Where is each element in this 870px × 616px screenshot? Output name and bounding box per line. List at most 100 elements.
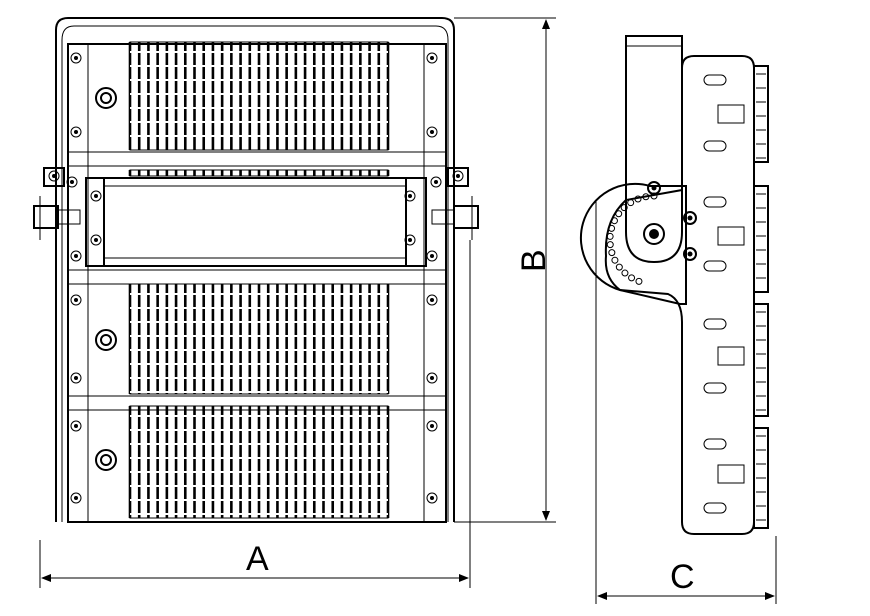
screw [70, 126, 82, 138]
dimension-c: C [595, 200, 777, 604]
slot [703, 438, 727, 450]
dimension-a-label: A [246, 540, 269, 578]
screw-center [74, 130, 78, 134]
adjustment-hole [606, 241, 614, 249]
screw-center [430, 56, 434, 60]
screw-center [408, 194, 412, 198]
screw [404, 190, 416, 202]
pivot-bolt [683, 247, 697, 261]
lens-segment [753, 65, 769, 163]
window [717, 226, 745, 246]
adjustment-hole [642, 193, 650, 201]
screw-center [74, 298, 78, 302]
screw-center [408, 238, 412, 242]
screw [66, 176, 78, 188]
screw-center [430, 130, 434, 134]
screw-center [74, 254, 78, 258]
screw-center [74, 376, 78, 380]
adjustment-hole [635, 277, 643, 285]
screw [70, 52, 82, 64]
slot [703, 382, 727, 394]
screw-center [52, 174, 56, 178]
right-clamp [431, 167, 479, 240]
screw-center [70, 180, 74, 184]
cable-gland-inner [100, 92, 112, 104]
screw-center [430, 376, 434, 380]
screw [426, 250, 438, 262]
adjustment-hole [621, 269, 629, 277]
screw [426, 126, 438, 138]
pivot-bolt [683, 211, 697, 225]
pivot-center [649, 229, 659, 239]
adjustment-hole [615, 210, 623, 218]
screw-center [430, 298, 434, 302]
window [717, 464, 745, 484]
adjustment-hole [634, 195, 642, 203]
screw-center [456, 174, 460, 178]
adjustment-plate [579, 182, 687, 305]
screw [48, 170, 60, 182]
screw-center [74, 496, 78, 500]
screw [70, 492, 82, 504]
cable-gland-inner [100, 334, 112, 346]
screw-center [94, 238, 98, 242]
screws [48, 52, 464, 504]
screw-center [74, 56, 78, 60]
screw [426, 492, 438, 504]
screw [430, 176, 442, 188]
slot [703, 74, 727, 86]
lens-segment [753, 427, 769, 529]
screw-center [430, 424, 434, 428]
screw [426, 294, 438, 306]
screw [426, 420, 438, 432]
lens-segment [753, 303, 769, 417]
slot [703, 318, 727, 330]
pivot-bolt [647, 181, 661, 195]
dimension-a: A [39, 240, 471, 588]
cable-gland [95, 87, 117, 109]
mounting-bracket [55, 17, 455, 522]
pivot-center [651, 185, 657, 191]
screw-center [430, 254, 434, 258]
screw [90, 190, 102, 202]
adjustment-hole [608, 249, 616, 257]
adjustment-hole [615, 263, 623, 271]
front-view [33, 17, 479, 523]
adjustment-hole [627, 199, 635, 207]
dimension-b-label: B [515, 249, 553, 272]
adjustment-hole [608, 224, 616, 232]
screw [90, 234, 102, 246]
cable-gland-inner [100, 454, 112, 466]
adjustment-hole [610, 217, 618, 225]
screw-center [434, 180, 438, 184]
left-clamp [33, 167, 81, 240]
slot [703, 502, 727, 514]
screw [70, 250, 82, 262]
pivot-bolt [643, 223, 665, 245]
screw-center [430, 496, 434, 500]
driver-box [85, 177, 427, 267]
screw [70, 372, 82, 384]
slot [703, 196, 727, 208]
dimension-b: B [454, 17, 556, 523]
pivot-center [687, 215, 693, 221]
pivot-center [687, 251, 693, 257]
screw [426, 52, 438, 64]
screw-center [94, 194, 98, 198]
screw-center [74, 424, 78, 428]
dimension-c-label: C [670, 558, 695, 596]
adjustment-hole [620, 204, 628, 212]
screw [452, 170, 464, 182]
screw [426, 372, 438, 384]
screw [70, 420, 82, 432]
cable-gland [95, 449, 117, 471]
side-view [579, 35, 769, 535]
heatsink-fins [128, 41, 390, 519]
adjustment-hole [606, 232, 614, 240]
window [717, 346, 745, 366]
adjustment-hole [628, 274, 636, 282]
side-housing [604, 55, 755, 535]
side-bracket-arm [625, 35, 683, 264]
screw [70, 294, 82, 306]
